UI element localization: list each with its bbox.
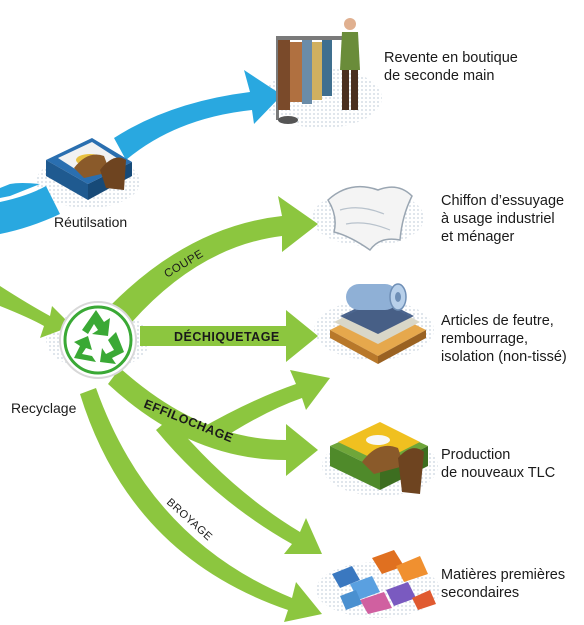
broyage-arrow — [80, 388, 322, 622]
output-line: et ménager — [441, 229, 515, 245]
output-line: Chiffon d’essuyage — [441, 193, 565, 209]
recycle-input-arrow — [0, 286, 72, 338]
cloth-rag-icon — [327, 185, 413, 252]
reuse-flow-arrow — [0, 70, 282, 234]
recycle-symbol-icon — [59, 301, 137, 379]
output-label-felt: Articles de feutre, rembourrage, isolati… — [441, 312, 567, 366]
recycle-flow-arrows — [0, 196, 330, 622]
output-line: Revente en boutique — [384, 50, 518, 66]
effilochage-arrow — [108, 368, 318, 476]
output-line: Matières premières — [441, 567, 566, 583]
output-label-resale: Revente en boutique de seconde main — [384, 49, 518, 85]
output-label-raw-materials: Matières premières secondaires — [441, 566, 565, 602]
output-line: à usage industriel — [441, 211, 555, 227]
raw-material-pieces-icon — [332, 550, 436, 614]
output-line: Articles de feutre, — [441, 313, 554, 329]
output-label-production: Production de nouveaux TLC — [441, 446, 555, 482]
effilochage-down-arrow — [156, 418, 322, 554]
output-line: rembourrage, — [441, 331, 529, 347]
dechiquetage-arrow — [140, 310, 318, 362]
output-label-rag: Chiffon d’essuyage à usage industriel et… — [441, 192, 564, 246]
clothing-rack-icon — [276, 18, 360, 124]
output-line: isolation (non-tissé) — [441, 349, 567, 365]
output-line: secondaires — [441, 585, 520, 601]
reuse-label: Réutilsation — [54, 214, 128, 230]
recycle-label: Recyclage — [11, 400, 77, 416]
process-label-shred: DÉCHIQUETAGE — [174, 329, 280, 344]
new-textiles-icon — [330, 422, 428, 494]
effilochage-up-arrow — [198, 370, 330, 444]
coupe-arrow — [112, 196, 318, 322]
folded-clothes-shoes-icon — [46, 138, 132, 200]
output-line: Production — [441, 447, 511, 463]
output-line: de nouveaux TLC — [441, 465, 556, 481]
output-line: de seconde main — [384, 68, 495, 84]
felt-roll-icon — [330, 283, 426, 364]
